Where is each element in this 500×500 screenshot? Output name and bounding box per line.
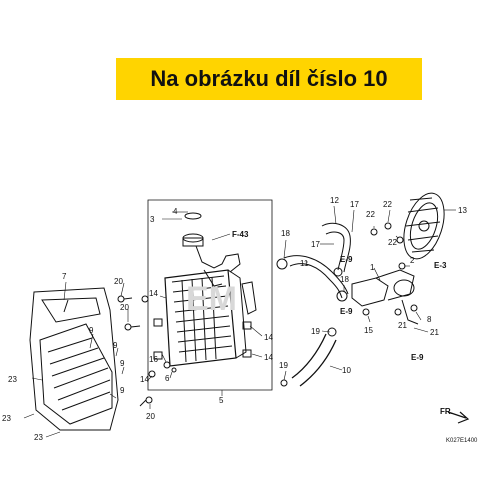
label-8: 8 bbox=[427, 315, 432, 324]
label-15: 15 bbox=[364, 326, 373, 335]
label-20c: 20 bbox=[146, 412, 155, 421]
label-10: 10 bbox=[342, 366, 351, 375]
thermostat-housing bbox=[351, 269, 419, 325]
watermark: EM bbox=[186, 280, 237, 318]
label-11: 11 bbox=[300, 259, 309, 268]
label-6: 6 bbox=[165, 374, 170, 383]
radiator-core bbox=[164, 269, 247, 367]
ref-e9b: E-9 bbox=[340, 307, 353, 316]
side-tank bbox=[241, 281, 257, 315]
label-9c: 9 bbox=[120, 359, 125, 368]
label-22a: 22 bbox=[366, 210, 375, 219]
upper-hose bbox=[276, 222, 351, 302]
part-number-banner: Na obrázku díl číslo 10 bbox=[116, 58, 422, 100]
label-19b: 19 bbox=[311, 327, 320, 336]
label-14c: 14 bbox=[264, 353, 273, 362]
radiator-cover bbox=[29, 287, 119, 431]
label-18a: 18 bbox=[281, 229, 290, 238]
label-23b: 23 bbox=[2, 414, 11, 423]
label-19a: 19 bbox=[279, 361, 288, 370]
label-20a: 20 bbox=[114, 277, 123, 286]
label-22b: 22 bbox=[383, 200, 392, 209]
label-12: 12 bbox=[330, 196, 339, 205]
impeller bbox=[403, 192, 445, 260]
radiator-group-frame bbox=[147, 199, 273, 391]
label-4: 4 bbox=[173, 207, 178, 216]
ref-e3: E-3 bbox=[434, 261, 447, 270]
label-9d: 9 bbox=[120, 386, 125, 395]
radiator-cap bbox=[182, 212, 241, 287]
label-17a: 17 bbox=[311, 240, 320, 249]
label-7: 7 bbox=[62, 272, 67, 281]
label-3: 3 bbox=[150, 215, 155, 224]
banner-text: Na obrázku díl číslo 10 bbox=[150, 66, 388, 91]
ref-e9c: E-9 bbox=[411, 353, 424, 362]
label-23a: 23 bbox=[8, 375, 17, 384]
label-23c: 23 bbox=[34, 433, 43, 442]
ref-f43: F-43 bbox=[232, 230, 249, 239]
label-21a: 21 bbox=[398, 321, 407, 330]
label-14b: 14 bbox=[264, 333, 273, 342]
grommets bbox=[153, 318, 252, 373]
label-18b: 18 bbox=[340, 275, 349, 284]
label-9b: 9 bbox=[113, 341, 118, 350]
front-direction-label: FR. bbox=[440, 407, 453, 416]
leader-lines bbox=[23, 205, 456, 438]
label-20b: 20 bbox=[120, 303, 129, 312]
bolts bbox=[117, 222, 418, 407]
label-1: 1 bbox=[370, 263, 375, 272]
label-21b: 21 bbox=[430, 328, 439, 337]
label-22c: 22 bbox=[388, 238, 397, 247]
label-2: 2 bbox=[410, 256, 415, 265]
label-9a: 9 bbox=[89, 326, 94, 335]
diagram-code: K027E1400 bbox=[446, 438, 478, 444]
lower-hose-part-10 bbox=[291, 333, 337, 387]
label-16: 16 bbox=[149, 355, 158, 364]
label-13: 13 bbox=[458, 206, 467, 215]
front-arrow-icon bbox=[447, 411, 470, 424]
label-14d: 14 bbox=[140, 375, 149, 384]
ref-e9a: E-9 bbox=[340, 255, 353, 264]
label-5: 5 bbox=[219, 396, 224, 405]
label-14a: 14 bbox=[149, 289, 158, 298]
label-17b: 17 bbox=[350, 200, 359, 209]
